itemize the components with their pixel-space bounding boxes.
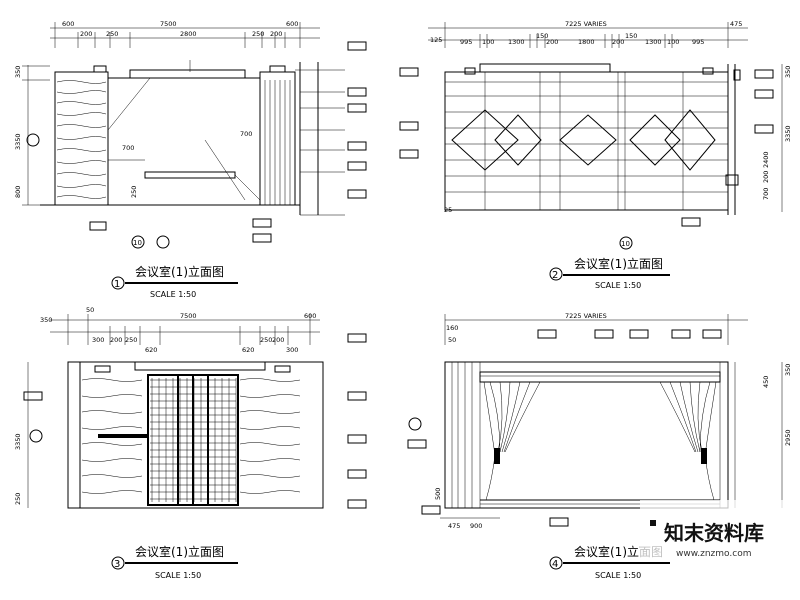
top-dim: 475 xyxy=(730,20,742,28)
top-dim: 1300 xyxy=(508,38,525,46)
drawing-title: 会议室(1)立面图 xyxy=(574,256,663,271)
right-dim: 350 xyxy=(784,364,792,376)
curtain-right xyxy=(659,381,717,501)
drawing-scale: SCALE 1:50 xyxy=(150,290,196,299)
top-dim: 200 xyxy=(546,38,558,46)
drawing-title: 会议室(1)立面图 xyxy=(135,264,224,279)
right-dim: 350 xyxy=(784,66,792,78)
top-dim: 200 xyxy=(272,336,284,344)
bottom-dim: 900 xyxy=(470,522,482,530)
top-dim: 995 xyxy=(460,38,472,46)
drawing-number-circle xyxy=(549,267,563,281)
left-dim: 3350 xyxy=(14,433,22,450)
curtain-left xyxy=(483,381,541,501)
top-dim: 250 xyxy=(252,30,264,38)
top-dim: 160 xyxy=(446,324,458,332)
drawing-number-circle xyxy=(111,556,125,570)
drawing-number: 4 xyxy=(552,559,558,570)
top-dim: 200 xyxy=(110,336,122,344)
drawing-number-circle xyxy=(549,556,563,570)
top-dim: 600 xyxy=(286,20,298,28)
top-dim: 250 xyxy=(260,336,272,344)
small-dim: 25 xyxy=(444,206,452,214)
top-dim: 100 xyxy=(482,38,494,46)
overall-width-dim: 7500 xyxy=(180,312,197,320)
drawing-number: 3 xyxy=(114,559,120,570)
left-dim: 800 xyxy=(14,186,22,198)
top-dim: 620 xyxy=(242,346,254,354)
top-dim: 350 xyxy=(40,316,52,324)
inner-dim: 700 xyxy=(122,144,134,152)
elevation-drawing-3: 7500 350 50 300 200 250 620 620 250 200 … xyxy=(14,306,367,580)
left-dim: 350 xyxy=(14,66,22,78)
drawing-scale: SCALE 1:50 xyxy=(155,571,201,580)
top-dim: 250 xyxy=(125,336,137,344)
inner-dim: 250 xyxy=(130,186,138,198)
top-dim: 200 xyxy=(80,30,92,38)
overall-width-dim: 7225 VARIES xyxy=(565,20,607,28)
top-dim: 2800 xyxy=(180,30,197,38)
top-dim: 1300 xyxy=(645,38,662,46)
top-dim: 995 xyxy=(692,38,704,46)
callout-number: 10 xyxy=(621,240,630,248)
top-dim: 200 xyxy=(270,30,282,38)
left-dim: 3350 xyxy=(14,133,22,150)
top-dim: 300 xyxy=(92,336,104,344)
top-dim: 50 xyxy=(86,306,94,314)
drawing-scale: SCALE 1:50 xyxy=(595,571,641,580)
elevation-drawing-2: 7225 VARIES 125 995 100 1300 150 200 180… xyxy=(399,20,792,290)
top-dim: 50 xyxy=(448,336,456,344)
top-dim: 600 xyxy=(62,20,74,28)
right-dim: 700 xyxy=(762,188,770,200)
callout-circle xyxy=(131,235,145,249)
callout-circle xyxy=(619,236,633,250)
overall-width-dim: 7225 VARIES xyxy=(565,312,607,320)
left-dim: 500 xyxy=(434,488,442,500)
right-dim: 450 xyxy=(762,376,770,388)
drawing-number-circle xyxy=(111,276,125,290)
drawing-number: 2 xyxy=(552,270,558,281)
watermark-brand: 知末资料库 xyxy=(664,521,764,545)
left-dim: 250 xyxy=(14,493,22,505)
top-dim: 1800 xyxy=(578,38,595,46)
drawing-number: 1 xyxy=(114,279,120,290)
top-dim: 150 xyxy=(536,32,548,40)
overall-width-dim: 7500 xyxy=(160,20,177,28)
top-dim: 300 xyxy=(286,346,298,354)
top-dim: 620 xyxy=(145,346,157,354)
right-dim: 3350 xyxy=(784,125,792,142)
watermark: 知末资料库 www.znzmo.com xyxy=(640,500,800,560)
drawing-title: 会议室(1)立面图 xyxy=(135,544,224,559)
top-dim: 200 xyxy=(612,38,624,46)
top-dim: 125 xyxy=(430,36,442,44)
top-dim: 600 xyxy=(304,312,316,320)
material-tags xyxy=(347,41,367,199)
top-dim: 150 xyxy=(625,32,637,40)
right-dim: 2950 xyxy=(784,429,792,446)
callout-number: 10 xyxy=(133,239,142,247)
bottom-dim: 475 xyxy=(448,522,460,530)
top-dim: 250 xyxy=(106,30,118,38)
right-dim: 200 xyxy=(762,171,770,183)
drawing-scale: SCALE 1:50 xyxy=(595,281,641,290)
inner-dim: 700 xyxy=(240,130,252,138)
top-dim: 100 xyxy=(667,38,679,46)
watermark-url: www.znzmo.com xyxy=(676,549,751,559)
right-dim: 2400 xyxy=(762,151,770,168)
elevation-drawing-1: 7500 600 200 250 2800 250 200 600 350 33… xyxy=(14,20,367,299)
